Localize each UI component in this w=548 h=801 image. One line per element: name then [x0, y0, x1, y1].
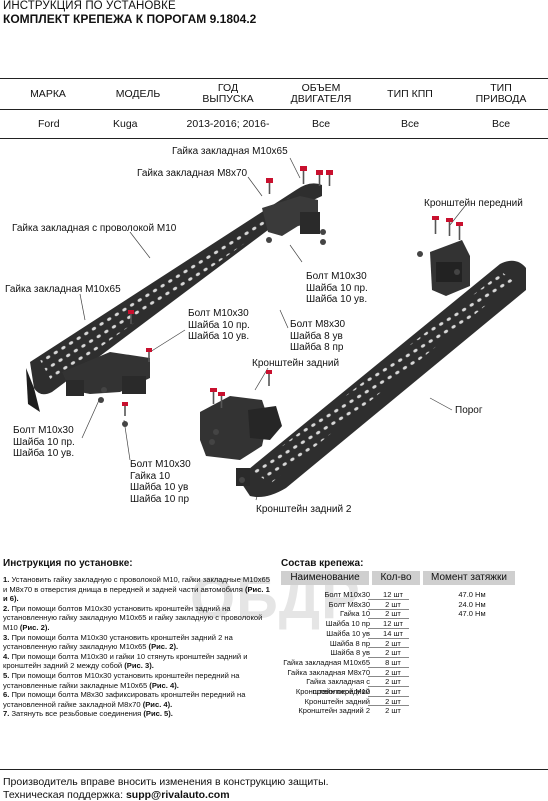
- label-group-bolt-b: Болт М10х30 Шайба 10 пр. Шайба 10 ув.: [188, 308, 250, 342]
- parts-divider: [368, 609, 409, 610]
- parts-header-name: Наименование: [281, 571, 369, 585]
- label-group-bolt-a: Болт М10х30 Шайба 10 пр. Шайба 10 ув.: [306, 271, 368, 305]
- footer-rule: [0, 769, 548, 770]
- instruction-step: 7. Затянуть все резьбовые соединения (Ри…: [3, 709, 173, 719]
- parts-divider: [368, 696, 409, 697]
- label-nut-m8x70: Гайка закладная М8х70: [137, 168, 248, 179]
- parts-divider: [368, 599, 409, 600]
- spec-value-row: Ford Kuga 2013-2016; 2016- Все Все Все: [0, 109, 548, 139]
- spec-header-model: МОДЕЛЬ: [96, 79, 180, 110]
- parts-header-torque: Момент затяжки: [423, 571, 515, 585]
- label-bracket-rear: Кронштейн задний: [252, 358, 340, 369]
- instruction-step: 6. При помощи болта М8х30 зафиксировать …: [3, 690, 246, 709]
- parts-divider: [368, 686, 409, 687]
- instruction-step: 2. При помощи болтов М10х30 установить к…: [3, 603, 263, 632]
- instruction-step: 5. При помощи болтов М10х30 установить к…: [3, 670, 240, 690]
- footer-support: Техническая поддержка: supp@rivalauto.co…: [3, 789, 230, 801]
- table-top-rule: [0, 78, 548, 79]
- parts-divider: [368, 638, 409, 639]
- spec-header-brand: МАРКА: [0, 79, 96, 110]
- instructions-title: Инструкция по установке:: [3, 558, 133, 569]
- spec-header-gearbox: ТИП КПП: [366, 79, 454, 110]
- label-group-bolt-d: Болт М10х30 Шайба 10 пр. Шайба 10 ув.: [13, 425, 75, 459]
- label-nut-wire-m10: Гайка закладная с проволокой М10: [12, 223, 177, 234]
- spec-engine: Все: [276, 109, 366, 139]
- doc-title-line1: ИНСТРУКЦИЯ ПО УСТАНОВКЕ: [3, 0, 176, 12]
- spec-year: 2013-2016; 2016-: [180, 109, 276, 139]
- parts-divider: [368, 705, 409, 706]
- parts-divider: [368, 628, 409, 629]
- footer-support-label: Техническая поддержка:: [3, 789, 126, 801]
- instructions-list: 1. Установить гайку закладную с проволок…: [3, 575, 275, 719]
- spec-drive: Все: [454, 109, 548, 139]
- label-bracket-rear2: Кронштейн задний 2: [256, 504, 352, 515]
- spec-gearbox: Все: [366, 109, 454, 139]
- parts-title: Состав крепежа:: [281, 558, 364, 569]
- label-bracket-front: Кронштейн передний: [424, 198, 523, 209]
- label-group-bolt-e: Болт М10х30 Гайка 10 Шайба 10 ув Шайба 1…: [130, 459, 191, 505]
- support-email-link[interactable]: supp@rivalauto.com: [125, 789, 230, 801]
- spec-model: Kuga: [96, 109, 180, 139]
- parts-header-qty: Кол-во: [372, 571, 420, 585]
- instruction-step: 4. При помощи болта М10х30 и гайки 10 ст…: [3, 651, 248, 671]
- instruction-step: 1. Установить гайку закладную с проволок…: [3, 575, 270, 604]
- parts-divider: [368, 676, 409, 677]
- label-nut-m10x65-left: Гайка закладная М10х65: [5, 284, 121, 295]
- instruction-step: 3. При помощи болта М10х30 установить кр…: [3, 632, 233, 652]
- footer-disclaimer: Производитель вправе вносить изменения в…: [3, 776, 329, 788]
- label-group-bolt-c: Болт М8х30 Шайба 8 ув Шайба 8 пр: [290, 319, 346, 353]
- label-sill: Порог: [455, 405, 483, 416]
- sill-lower: [200, 240, 526, 497]
- parts-divider: [368, 647, 409, 648]
- installation-diagram: [26, 157, 526, 501]
- fastener-icons: [98, 166, 463, 483]
- parts-divider: [368, 657, 409, 658]
- doc-title-line2: КОМПЛЕКТ КРЕПЕЖА К ПОРОГАМ 9.1804.2: [3, 12, 257, 26]
- sill-upper: [26, 183, 322, 412]
- spec-brand: Ford: [0, 109, 96, 139]
- label-nut-m10x65-top: Гайка закладная М10х65: [172, 146, 288, 157]
- parts-divider: [368, 667, 409, 668]
- parts-divider: [368, 618, 409, 619]
